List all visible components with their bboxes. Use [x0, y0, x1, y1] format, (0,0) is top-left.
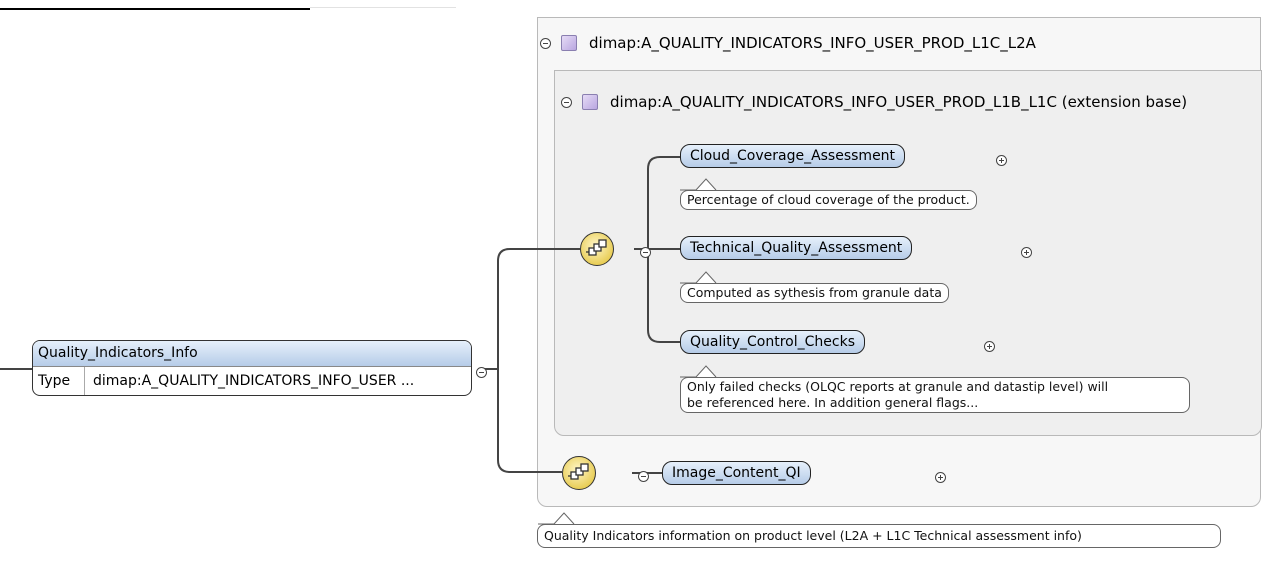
root-type-value: dimap:A_QUALITY_INDICATORS_INFO_USER ...	[93, 373, 415, 389]
annotation-cloud-coverage: Percentage of cloud coverage of the prod…	[680, 190, 977, 210]
complex-type-annotation: Quality Indicators information on produc…	[537, 524, 1221, 548]
anno-notch-1	[680, 178, 717, 191]
root-collapse-icon[interactable]	[476, 367, 487, 378]
element-image-content-qi[interactable]: Image_Content_QI	[662, 461, 811, 485]
element-technical-quality-assessment[interactable]: Technical_Quality_Assessment	[680, 236, 913, 260]
anno-notch-4	[538, 512, 575, 525]
expand-icon[interactable]	[984, 341, 996, 352]
annotation-line: Only failed checks (OLQC reports at gran…	[687, 379, 1109, 394]
sequence-collapse-icon[interactable]	[640, 247, 652, 258]
cropped-edge-line-light	[310, 7, 456, 8]
expand-icon[interactable]	[1021, 247, 1033, 258]
anno-notch-2	[680, 271, 717, 284]
root-to-sequences-line	[497, 248, 580, 473]
extension-header: dimap:A_QUALITY_INDICATORS_INFO_USER_PRO…	[561, 93, 1187, 111]
sequence-collapse-icon[interactable]	[638, 471, 650, 482]
element-cloud-coverage-assessment[interactable]: Cloud_Coverage_Assessment	[680, 144, 906, 168]
sequence-compositor-icon[interactable]	[562, 456, 596, 490]
cropped-edge-line	[0, 0, 310, 10]
complex-type-header: dimap:A_QUALITY_INDICATORS_INFO_USER_PRO…	[540, 34, 1036, 52]
expand-icon[interactable]	[934, 472, 946, 483]
extension-name: dimap:A_QUALITY_INDICATORS_INFO_USER_PRO…	[610, 93, 1188, 111]
anno-notch-3	[680, 365, 717, 378]
annotation-line: be referenced here. In addition general …	[687, 395, 979, 410]
expand-icon[interactable]	[996, 155, 1008, 166]
root-type-key: Type	[33, 367, 85, 395]
sequence-compositor-icon[interactable]	[580, 232, 614, 266]
root-type-row: Type dimap:A_QUALITY_INDICATORS_INFO_USE…	[33, 367, 471, 395]
extension-type-icon	[582, 94, 598, 110]
complex-type-name: dimap:A_QUALITY_INDICATORS_INFO_USER_PRO…	[589, 34, 1036, 52]
collapse-icon[interactable]	[540, 37, 551, 49]
collapse-icon[interactable]	[561, 96, 572, 108]
root-element[interactable]: Quality_Indicators_Info Type dimap:A_QUA…	[32, 340, 472, 396]
complex-type-icon	[561, 35, 577, 51]
element-quality-control-checks[interactable]: Quality_Control_Checks	[680, 330, 865, 354]
annotation-quality-control-checks: Only failed checks (OLQC reports at gran…	[680, 377, 1190, 413]
root-element-name: Quality_Indicators_Info	[33, 341, 471, 367]
annotation-technical-quality: Computed as sythesis from granule data	[680, 283, 949, 303]
